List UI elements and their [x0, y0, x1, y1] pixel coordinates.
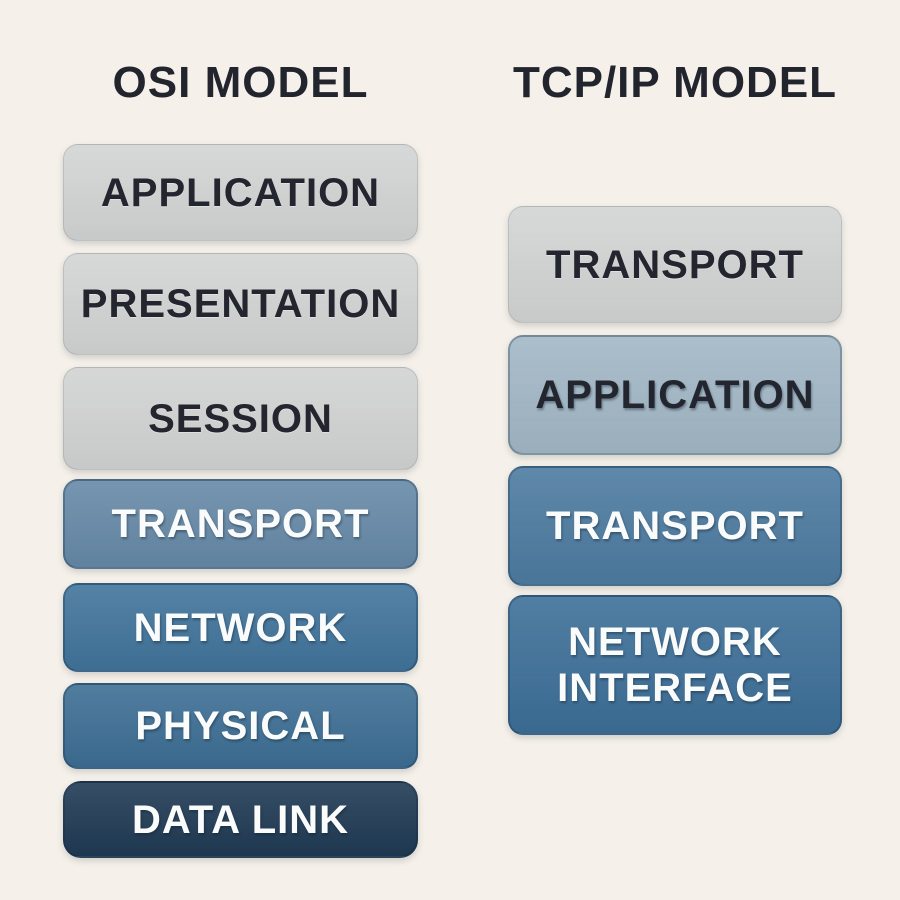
tcpip-layer-network-interface: NETWORK INTERFACE	[508, 595, 842, 735]
osi-model-title: OSI MODEL	[112, 58, 369, 107]
osi-layer-application: APPLICATION	[63, 144, 418, 241]
tcpip-model-title: TCP/IP MODEL	[512, 58, 838, 107]
osi-layer-physical: PHYSICAL	[63, 683, 418, 769]
tcpip-layer-transport: TRANSPORT	[508, 466, 842, 586]
osi-layer-session: SESSION	[63, 367, 418, 470]
osi-layer-data-link: DATA LINK	[63, 781, 418, 858]
osi-layer-transport: TRANSPORT	[63, 479, 418, 569]
osi-layer-presentation: PRESENTATION	[63, 253, 418, 355]
tcpip-layer-application: APPLICATION	[508, 335, 842, 455]
tcpip-layer-transport-top: TRANSPORT	[508, 206, 842, 323]
osi-layer-network: NETWORK	[63, 583, 418, 672]
